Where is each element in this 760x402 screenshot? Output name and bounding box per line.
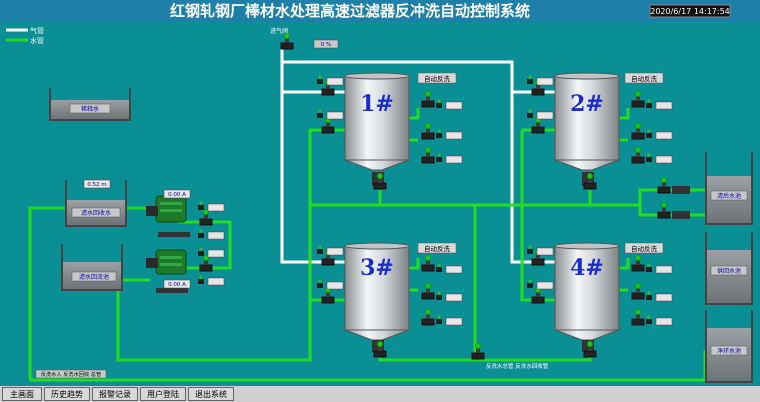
tank-label: 滤后水池 [717, 192, 741, 200]
header-bar [0, 0, 760, 22]
filter-label: 2# [570, 91, 604, 117]
pump-1[interactable]: 0.00 A [146, 189, 191, 237]
datetime-box [649, 4, 731, 18]
filter-label: 4# [570, 255, 604, 281]
legend-water-label: 水管 [30, 36, 44, 45]
nav-alarm-button[interactable]: 报警记录 [92, 387, 138, 401]
nav-main-button[interactable]: 主画面 [2, 387, 42, 401]
filter-3[interactable]: 3# 自动反洗 [344, 242, 457, 352]
right-tank-3: 净环水池 [705, 310, 753, 383]
pump-current-readout: 0.00 A [168, 282, 186, 288]
top-valve-readout: 0 % [321, 42, 331, 48]
filter-label: 1# [360, 91, 394, 117]
tank-label: 稀释水 [81, 105, 99, 113]
datetime-display: 2020/6/17 14:17:54 [650, 7, 730, 16]
right-tank-1: 滤后水池 [705, 152, 753, 225]
top-air-valve[interactable]: 进气阀 0 % [270, 27, 339, 50]
collector-note: 反洗水总管 反洗水回收管 [486, 362, 549, 370]
right-tank-2: 供回水池 [705, 232, 753, 305]
nav-exit-button[interactable]: 退出系统 [188, 387, 234, 401]
filter-mode-label: 自动反洗 [631, 74, 658, 83]
top-valve-label: 进气阀 [270, 27, 288, 35]
left-tank-1: 稀释水 [49, 88, 131, 121]
tank-label: 滤水回收水 [81, 209, 111, 217]
filter-4[interactable]: 4# 自动反洗 [554, 242, 664, 352]
left-tank-2: 滤水回收水 0.52 m [65, 179, 127, 227]
pump-2[interactable]: 0.00 A [146, 249, 191, 293]
bottom-left-note: 反洗水入 反洗水回收 总管 [41, 370, 101, 378]
nav-login-button[interactable]: 用户登陆 [140, 387, 186, 401]
filter-label: 3# [360, 255, 394, 281]
pump-current-readout: 0.00 A [168, 192, 186, 198]
filter-mode-label: 自动反洗 [424, 244, 451, 253]
left-tank-3: 滤水回流池 [61, 244, 123, 291]
collector-valves[interactable] [471, 177, 690, 360]
legend-air-label: 气管 [30, 26, 44, 35]
tank-label: 供回水池 [717, 267, 741, 275]
tank-label: 净环水池 [717, 347, 741, 355]
filter-2[interactable]: 2# 自动反洗 [554, 72, 664, 186]
filter-mode-label: 自动反洗 [631, 244, 658, 253]
filter-mode-label: 自动反洗 [424, 74, 451, 83]
tank-level-readout: 0.52 m [87, 182, 106, 188]
nav-history-button[interactable]: 历史趋势 [44, 387, 90, 401]
tank-label: 滤水回流池 [79, 273, 109, 281]
page-title: 红钢轧钢厂棒材水处理高速过滤器反冲洗自动控制系统 [170, 2, 530, 20]
filter-1[interactable]: 1# 自动反洗 [344, 72, 457, 186]
